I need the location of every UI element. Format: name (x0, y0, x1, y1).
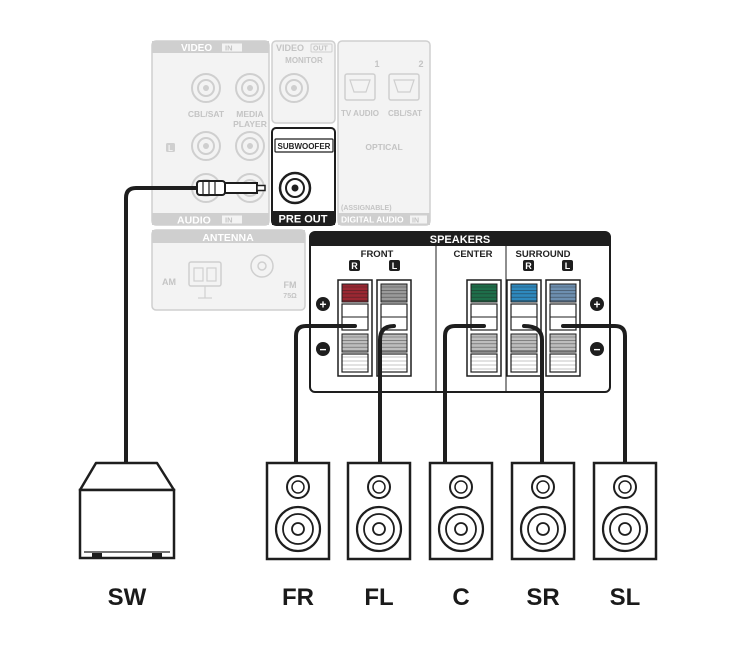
speakers-panel: SPEAKERS FRONT CENTER SURROUND R L R L +… (309, 231, 611, 393)
front-l-badge: L (392, 261, 398, 271)
c-speaker (428, 461, 494, 561)
video-out-panel: VIDEO OUT MONITOR (271, 40, 336, 124)
antenna-title: ANTENNA (202, 232, 254, 244)
audio-l-badge: L (168, 144, 173, 153)
sl-label: SL (610, 584, 641, 611)
antenna-panel: ANTENNA AM FM 75Ω (151, 229, 306, 311)
surround-l-badge: L (565, 261, 571, 271)
fm-ohm-label: 75Ω (283, 293, 297, 300)
subwoofer (78, 461, 176, 560)
rca-plug (196, 180, 266, 196)
fr-speaker (265, 461, 331, 561)
sr-speaker (510, 461, 576, 561)
plus-left: + (319, 298, 326, 312)
fl-label: FL (364, 584, 393, 611)
subwoofer-label: SUBWOOFER (278, 142, 331, 151)
optical-num-2: 2 (418, 59, 423, 69)
video-out-title: VIDEO (276, 43, 304, 53)
front-r-terminal (337, 279, 373, 377)
front-label: FRONT (361, 249, 394, 260)
c-label: C (452, 584, 469, 611)
tv-audio-label: TV AUDIO (341, 109, 379, 118)
fr-label: FR (282, 584, 314, 611)
audio-in-title: AUDIO (177, 215, 211, 227)
video-in-title: VIDEO (181, 43, 212, 54)
fl-cable (378, 324, 396, 465)
fr-cable (294, 324, 357, 465)
assignable-label: (ASSIGNABLE) (341, 205, 392, 212)
audio-in-badge: IN (225, 216, 233, 225)
fm-label: FM (284, 280, 297, 290)
pre-out-panel: SUBWOOFER PRE OUT (271, 127, 336, 226)
optical-cbl-sat-label: CBL/SAT (388, 109, 422, 118)
digital-audio-badge: IN (412, 218, 419, 225)
speakers-title: SPEAKERS (430, 234, 491, 246)
cables (124, 186, 627, 465)
sl-speaker (592, 461, 658, 561)
surround-label: SURROUND (516, 249, 571, 260)
front-r-badge: R (351, 261, 358, 271)
optical-num-1: 1 (374, 59, 379, 69)
video-out-badge: OUT (313, 46, 329, 53)
fl-speaker (346, 461, 412, 561)
sr-cable (522, 324, 544, 465)
video-in-badge: IN (225, 44, 233, 53)
minus-left: − (319, 343, 326, 357)
am-label: AM (162, 277, 176, 287)
front-l-terminal (376, 279, 412, 377)
digital-audio-panel: 1 2 TV AUDIO CBL/SAT OPTICAL (ASSIGNABLE… (337, 40, 431, 226)
cbl-sat-label: CBL/SAT (188, 109, 225, 119)
monitor-label: MONITOR (285, 56, 323, 65)
digital-audio-title: DIGITAL AUDIO (341, 215, 404, 225)
speaker-row (265, 461, 658, 561)
subwoofer-jack (278, 171, 312, 205)
surround-r-badge: R (525, 261, 532, 271)
minus-right: − (593, 343, 600, 357)
center-label: CENTER (453, 249, 492, 260)
pre-out-title: PRE OUT (279, 214, 328, 226)
subwoofer-cable (124, 186, 213, 465)
sr-label: SR (526, 584, 559, 611)
c-cable (443, 324, 486, 465)
optical-label: OPTICAL (365, 142, 402, 152)
plus-right: + (593, 298, 600, 312)
sw-label: SW (108, 584, 147, 611)
sl-cable (561, 324, 627, 465)
